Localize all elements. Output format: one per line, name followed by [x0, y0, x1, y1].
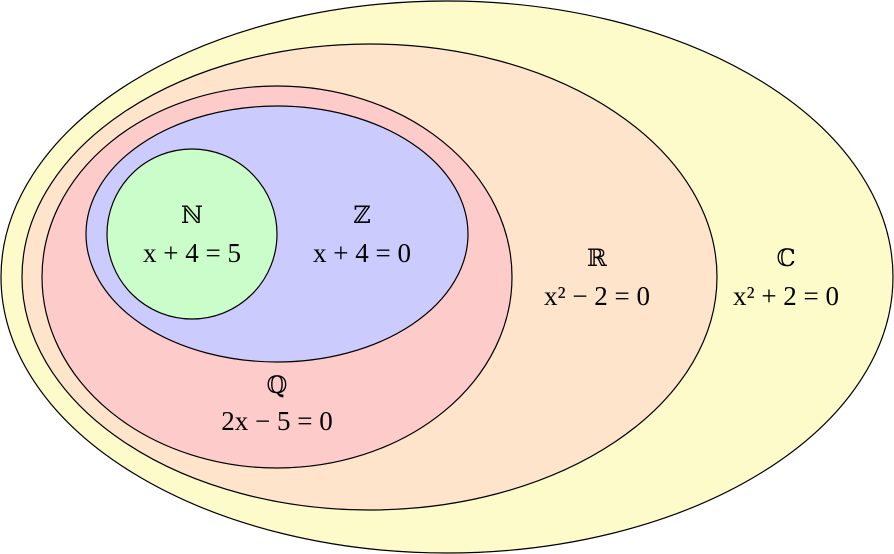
natural-set — [106, 148, 278, 320]
real-symbol: ℝ — [587, 244, 608, 272]
rational-symbol: ℚ — [267, 371, 288, 399]
complex-equation: x² + 2 = 0 — [733, 281, 839, 311]
complex-symbol: ℂ — [776, 244, 795, 272]
rational-equation: 2x − 5 = 0 — [221, 406, 332, 436]
integer-equation: x + 4 = 0 — [313, 238, 411, 268]
integer-symbol: ℤ — [353, 201, 371, 229]
real-equation: x² − 2 = 0 — [544, 281, 650, 311]
natural-symbol: ℕ — [181, 201, 203, 229]
natural-equation: x + 4 = 5 — [143, 238, 241, 268]
